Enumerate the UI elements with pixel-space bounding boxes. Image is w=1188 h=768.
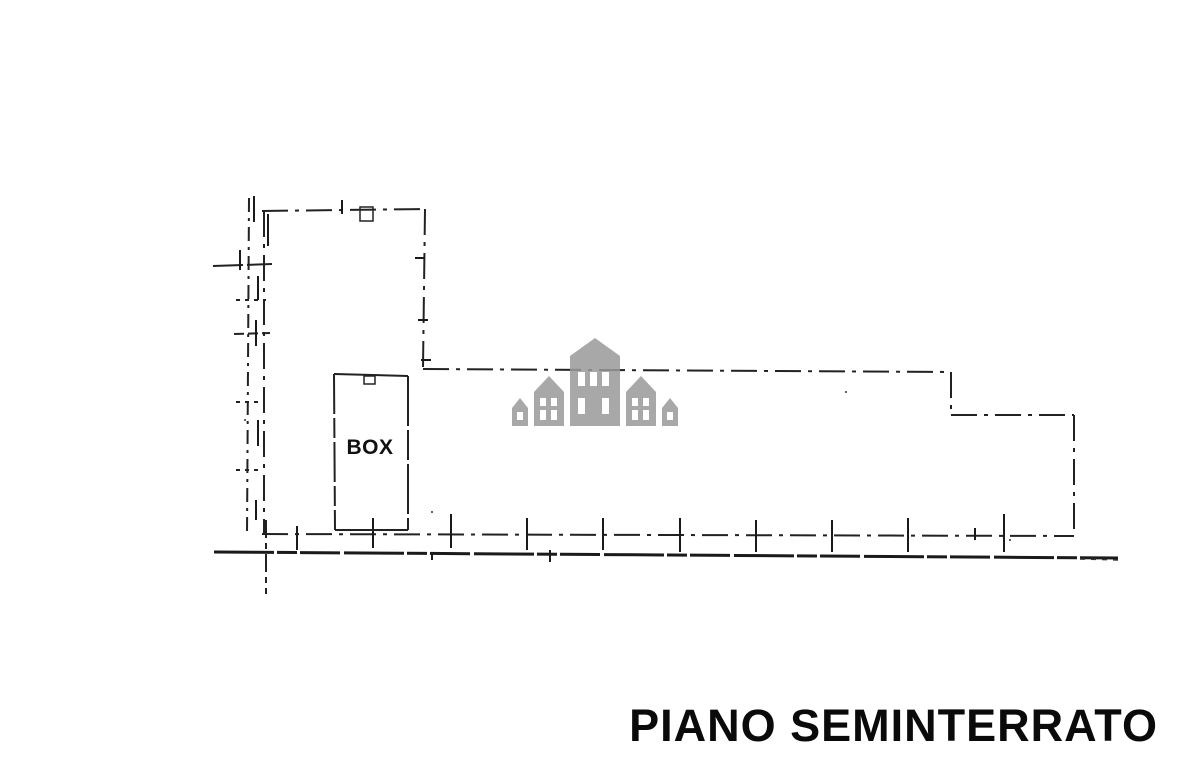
window (551, 398, 557, 406)
floor-title: PIANO SEMINTERRATO (629, 700, 1158, 751)
window (517, 412, 523, 420)
window (667, 412, 673, 420)
room-label-box: BOX (346, 436, 394, 459)
window (602, 372, 609, 386)
wall-upper-top (261, 208, 428, 212)
wall-upper-right (422, 208, 426, 369)
window (540, 410, 546, 420)
dot (1009, 539, 1011, 541)
window (578, 372, 585, 386)
box-fixture (363, 375, 376, 385)
pillar-ticks (296, 514, 1005, 562)
upper-fixture-box (359, 206, 374, 222)
axis-horizontal-small (233, 332, 271, 335)
logo-windows (517, 372, 673, 420)
baseline-extension (1079, 558, 1121, 561)
left-outer-wall (246, 197, 250, 537)
box-room (333, 373, 409, 531)
axis-horizontal (212, 263, 273, 267)
wall-left-outer (246, 197, 250, 537)
baseline-wall (213, 550, 1119, 560)
building-left (534, 376, 564, 426)
window (632, 410, 638, 420)
box-wall-top (333, 373, 409, 377)
wall-bottom-inner (261, 533, 1075, 537)
scan-dots (244, 391, 1011, 541)
window (578, 398, 585, 414)
perimeter-walls (261, 208, 1075, 537)
window (632, 398, 638, 406)
wall-lower-top (422, 368, 952, 373)
window (540, 398, 546, 406)
dot (244, 419, 246, 421)
upper-fixture (359, 206, 374, 222)
window (643, 398, 649, 406)
building-right (626, 376, 656, 426)
baseline-dots (1079, 558, 1121, 561)
dot (845, 391, 847, 393)
window (643, 410, 649, 420)
box-wall-left (333, 373, 336, 531)
axis-line-horizontal (212, 263, 273, 471)
window (590, 372, 597, 386)
dot (431, 511, 433, 513)
left-wall-ticks (239, 196, 431, 520)
wall-baseline (213, 550, 1119, 560)
window (602, 398, 609, 414)
window (551, 410, 557, 420)
